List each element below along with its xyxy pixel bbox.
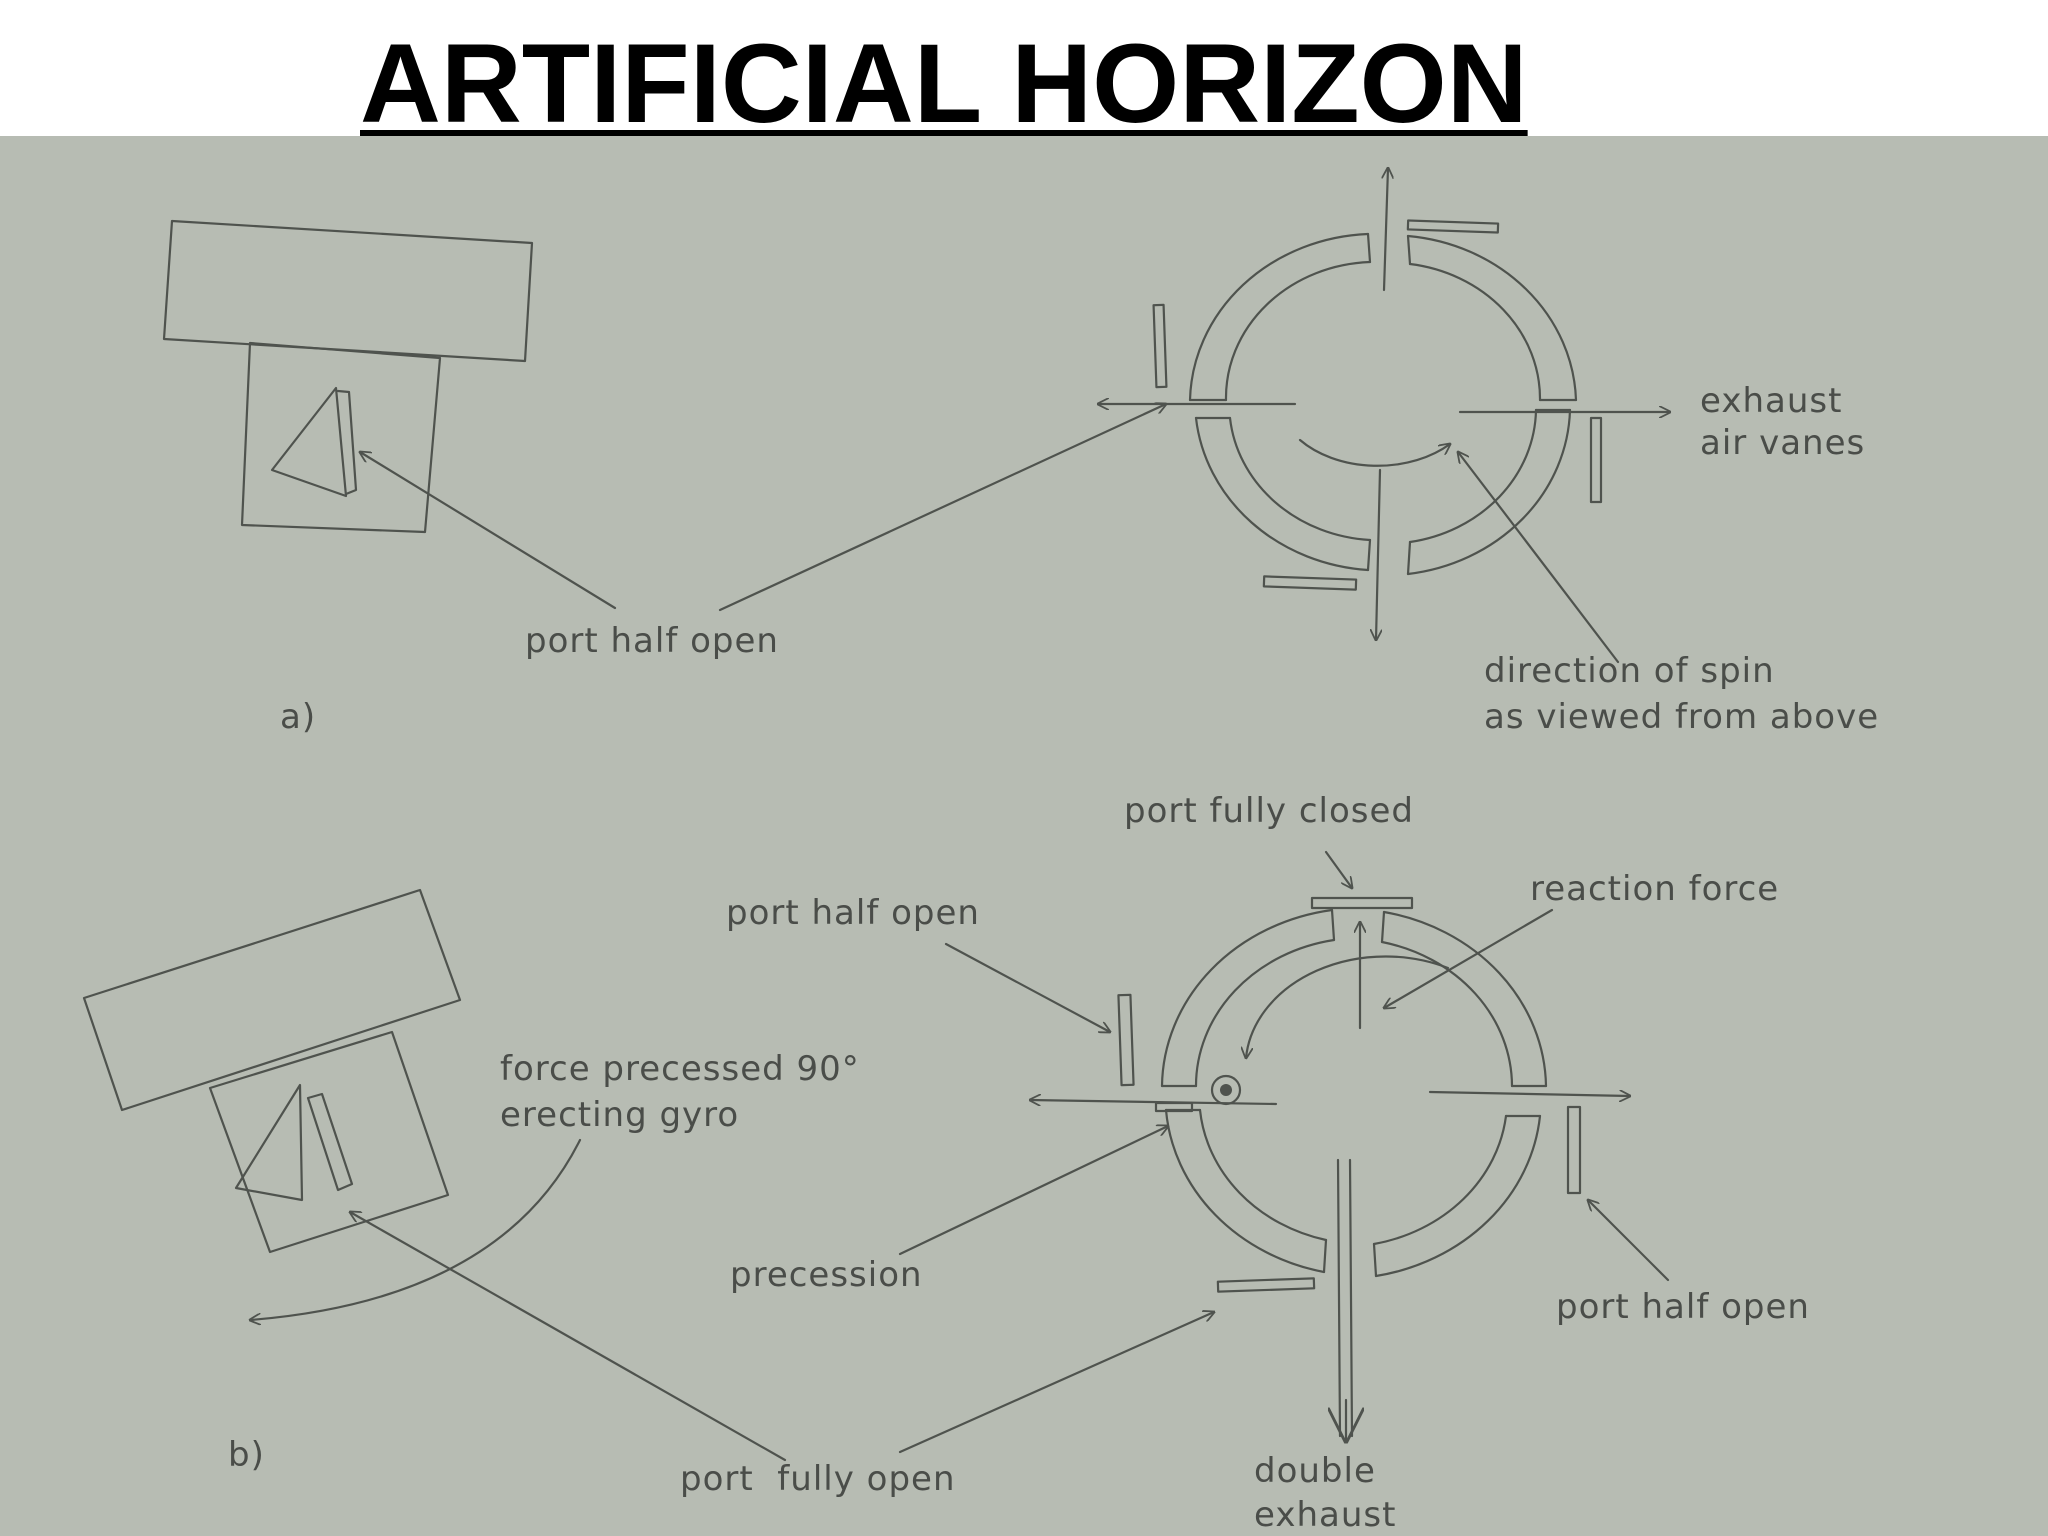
- label-exhaust: exhaust: [1700, 381, 1842, 421]
- label-reaction-force: reaction force: [1530, 869, 1779, 909]
- label-force-precessed: force precessed 90°: [500, 1049, 860, 1089]
- label-figure-b: b): [228, 1435, 265, 1475]
- page-title: ARTIFICIAL HORIZON: [360, 21, 1528, 146]
- label-precession: precession: [730, 1255, 923, 1295]
- label-viewed-from-above: as viewed from above: [1484, 697, 1879, 737]
- pendulous-vane-b: [234, 1083, 354, 1202]
- label-direction-of-spin: direction of spin: [1484, 651, 1775, 691]
- label-air-vanes: air vanes: [1700, 423, 1865, 463]
- label-port-fully-open: port fully open: [680, 1459, 956, 1499]
- erecting-arrow-b: [250, 1138, 582, 1320]
- rotor-top-view-b: [1030, 896, 1630, 1440]
- figure-b: port fully closed reaction force port ha…: [82, 791, 1810, 1535]
- pendulous-vane-a: [270, 386, 358, 498]
- leader-lines-b: [350, 850, 1670, 1462]
- label-port-half-open-b-right: port half open: [1556, 1287, 1810, 1327]
- label-figure-a: a): [280, 697, 316, 737]
- leader-lines-a: [360, 404, 1620, 664]
- label-port-half-open-a: port half open: [525, 621, 779, 661]
- label-double: double: [1254, 1451, 1376, 1491]
- gyro-housing-a: [162, 219, 534, 534]
- label-port-half-open-b-left: port half open: [726, 893, 980, 933]
- diagram-panel: [0, 136, 2048, 1536]
- figure-a: port half open a) exhaust air vanes dire…: [162, 168, 1879, 737]
- label-erecting-gyro: erecting gyro: [500, 1095, 739, 1135]
- gyro-housing-b: [82, 888, 462, 1254]
- title-bar: ARTIFICIAL HORIZON: [0, 0, 2048, 140]
- label-exhaust-b: exhaust: [1254, 1495, 1396, 1535]
- rotor-top-view-a: [1098, 168, 1670, 640]
- label-port-fully-closed: port fully closed: [1124, 791, 1414, 831]
